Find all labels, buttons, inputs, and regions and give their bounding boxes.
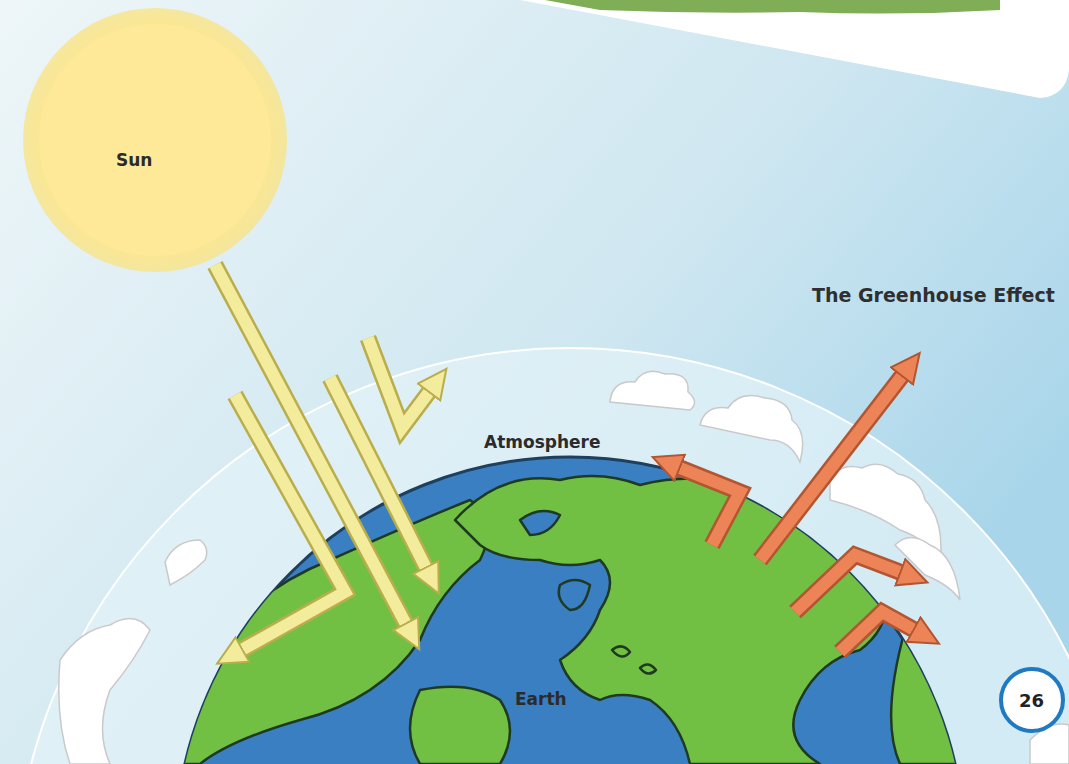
node-label: Sun [116, 150, 152, 170]
sun-circle: Sun [24, 10, 286, 272]
page-number: 26 [1019, 690, 1044, 711]
diagram-title: The Greenhouse Effect [812, 284, 1055, 306]
node-label: Atmosphere [484, 432, 601, 452]
page-number-circle: 26 [1001, 669, 1063, 731]
node-label: Earth [515, 689, 567, 709]
earth-globe: Earth [175, 457, 965, 764]
atmosphere-band: AtmosphereEarth [18, 348, 1069, 764]
